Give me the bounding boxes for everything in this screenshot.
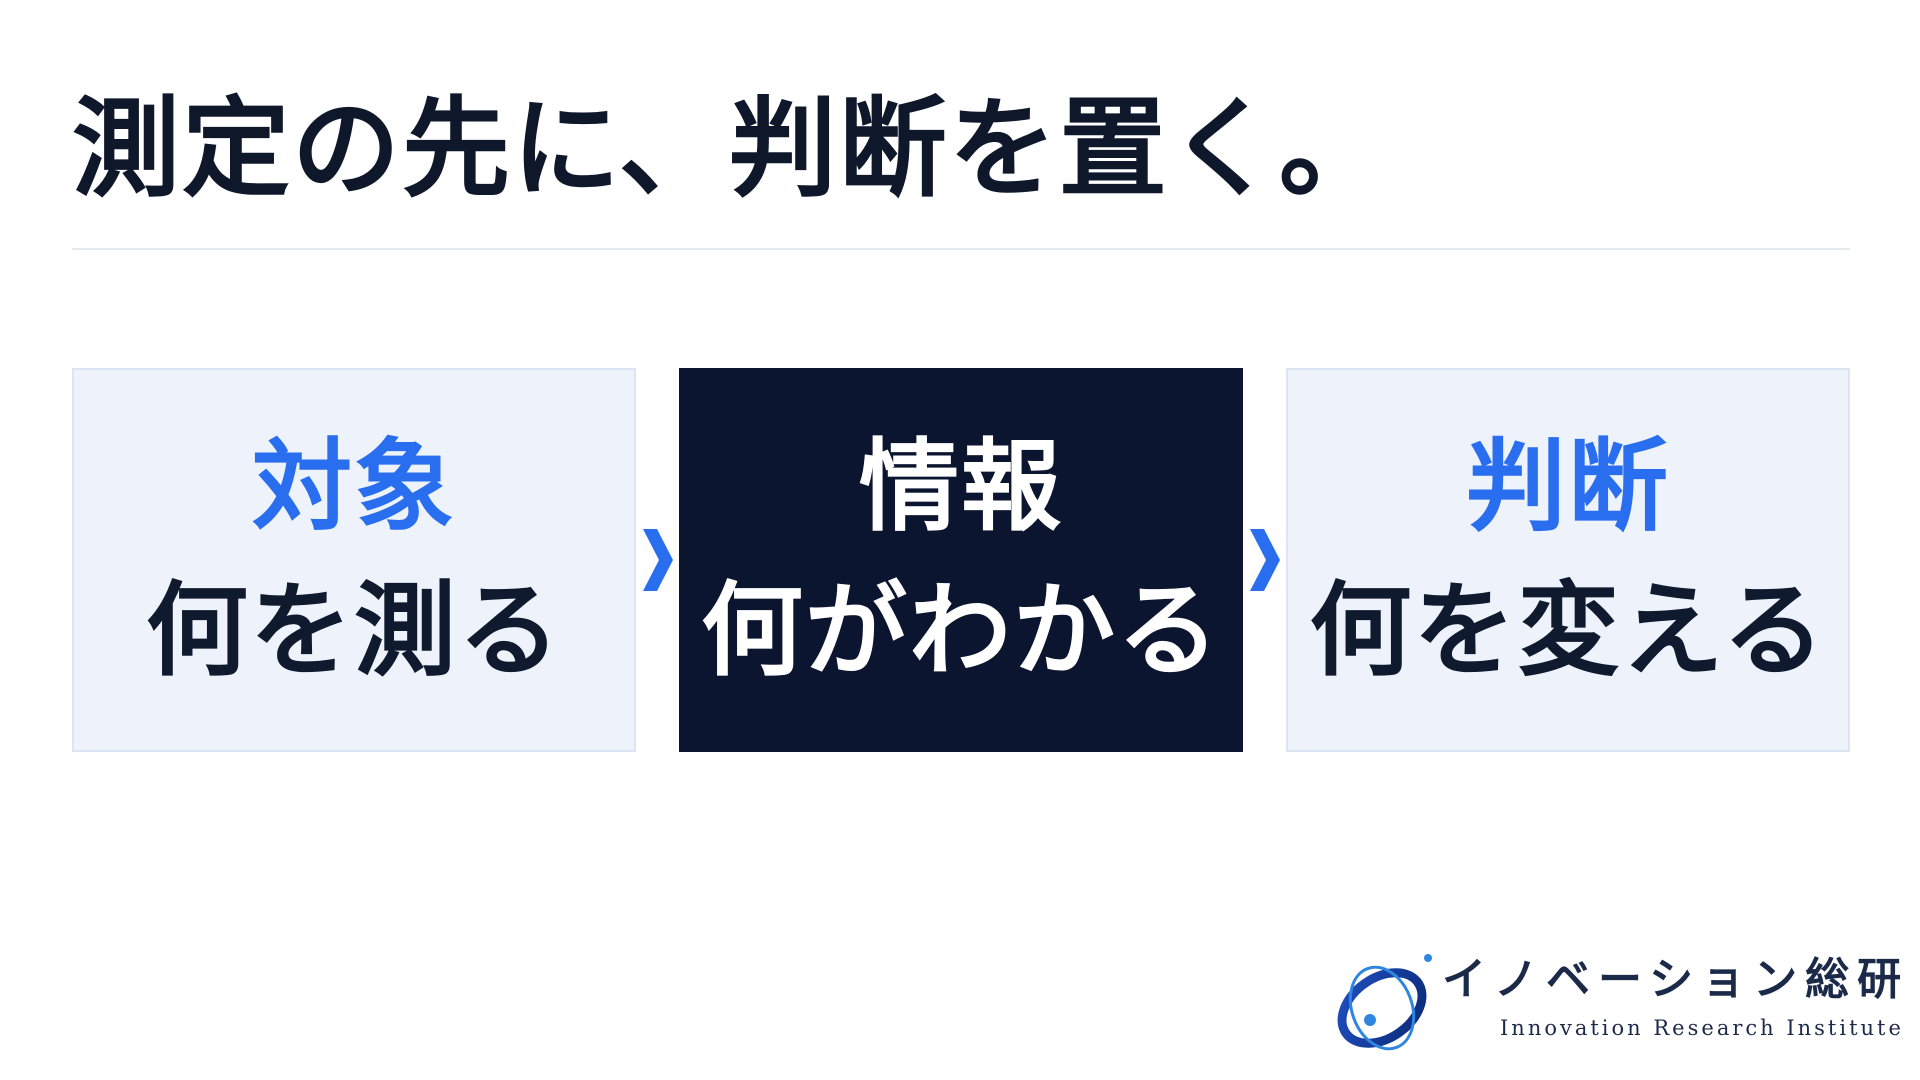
step-label: 対象 (252, 428, 456, 545)
logo-subtitle: Innovation Research Institute (1500, 1016, 1904, 1040)
company-logo: イノベーション総研 Innovation Research Institute (1330, 950, 1901, 1060)
step-description: 何を変える (1309, 572, 1827, 691)
flow-step-judgment: 判断 何を変える (1286, 368, 1850, 752)
title-divider (72, 248, 1850, 250)
flow-diagram: 対象 何を測る 情報 何がわかる 判断 何を変える (72, 368, 1850, 752)
orbit-logo-icon (1337, 954, 1432, 1051)
chevron-right-icon (636, 368, 679, 752)
step-description: 何がわかる (701, 572, 1221, 691)
step-label: 情報 (859, 428, 1063, 545)
step-description: 何を測る (146, 572, 562, 691)
step-label: 判断 (1466, 428, 1670, 545)
flow-step-target: 対象 何を測る (72, 368, 636, 752)
logo-name: イノベーション総研 (1442, 954, 1910, 1005)
flow-step-information: 情報 何がわかる (679, 368, 1243, 752)
slide-title: 測定の先に、判断を置く。 (72, 87, 1389, 212)
chevron-right-icon (1243, 368, 1286, 752)
